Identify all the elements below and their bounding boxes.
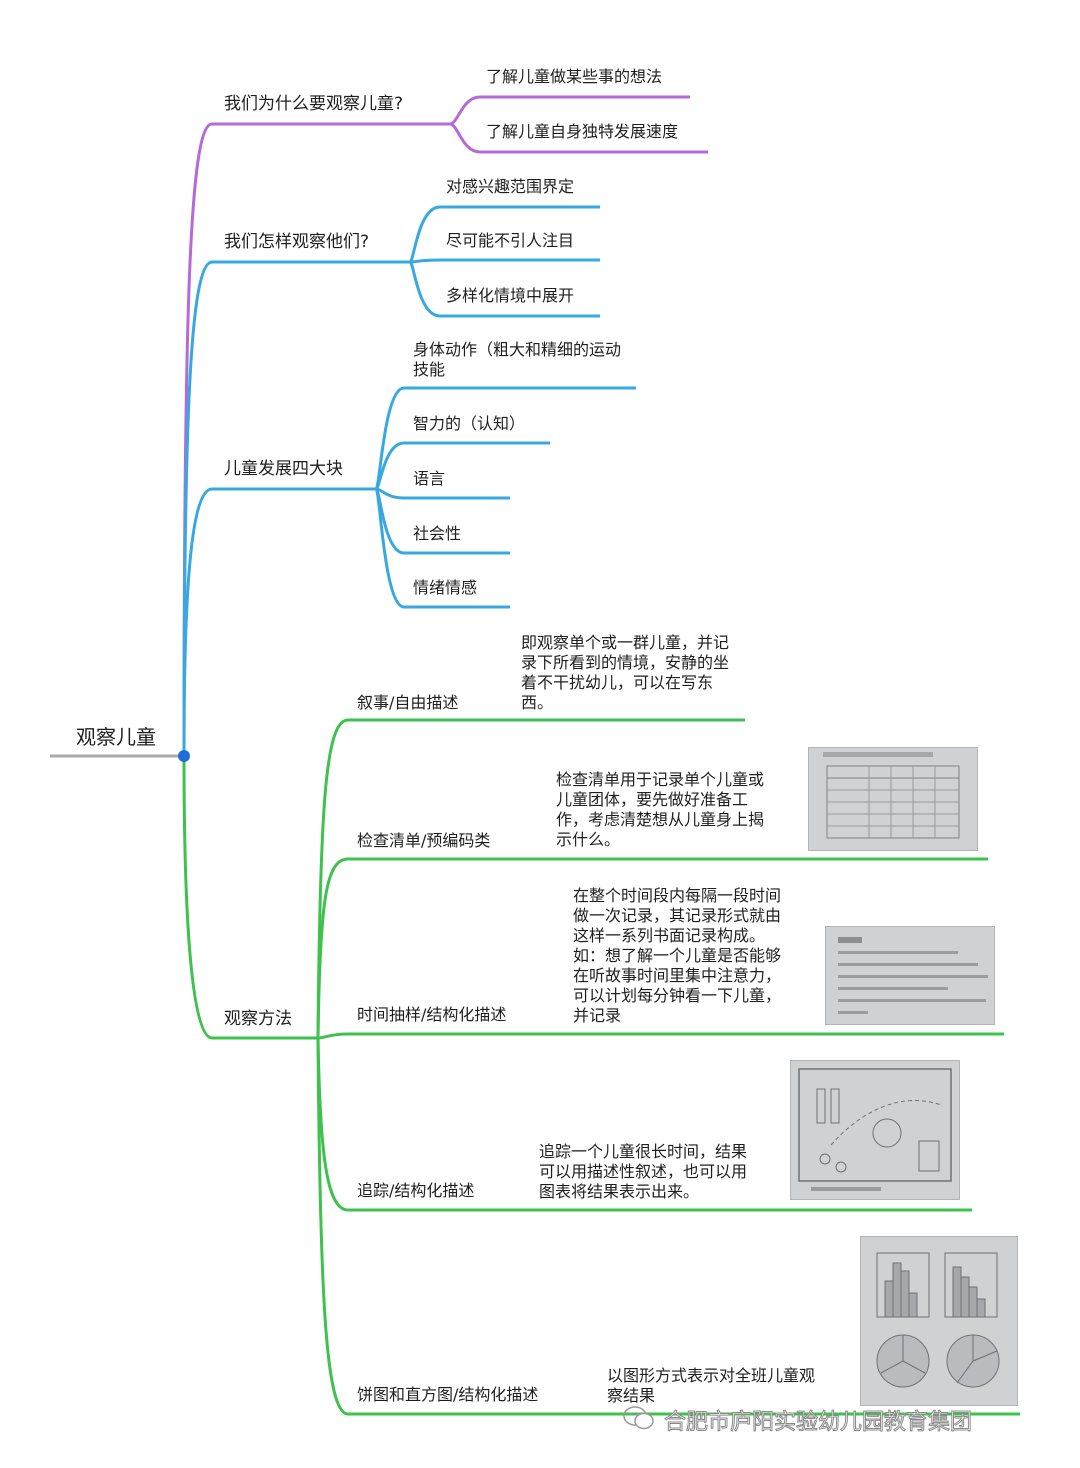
- leaf-label: 对感兴趣范围界定: [446, 177, 575, 196]
- leaf-label: 尽可能不引人注目: [446, 231, 575, 250]
- tracking-plan-photo: [790, 1060, 960, 1200]
- method-description: 以图形方式表示对全班儿童观察结果: [607, 1366, 816, 1405]
- method-description: 在整个时间段内每隔一段时间做一次记录，其记录形式就由这样一系列书面记录构成。如：…: [573, 886, 782, 1025]
- leaf-connector: [408, 205, 600, 264]
- leaf-connector: [374, 441, 550, 491]
- method-description: 追踪一个儿童很长时间，结果可以用描述性叙述，也可以用图表将结果表示出来。: [539, 1142, 748, 1201]
- leaf-label: 智力的（认知）: [413, 414, 526, 433]
- method-label: 追踪/结构化描述: [357, 1181, 475, 1200]
- time-sampling-photo: [825, 926, 995, 1025]
- leaf-label: 情绪情感: [413, 578, 478, 597]
- method-connector: [317, 1032, 1004, 1040]
- method-label: 检查清单/预编码类: [357, 831, 491, 850]
- leaf-label: 了解儿童做某些事的想法: [486, 67, 663, 86]
- leaf-connector: [449, 122, 708, 154]
- branch-connector-how: [182, 260, 410, 757]
- watermark-text: 合肥市庐阳实验幼儿园教育集团: [663, 1410, 973, 1436]
- root-node-dot: [178, 750, 190, 762]
- branch-connector-development: [182, 487, 376, 757]
- leaf-label: 社会性: [413, 524, 462, 543]
- checklist-photo: [808, 747, 978, 851]
- histogram-pie-photo: [860, 1236, 1018, 1406]
- time-sampling-text-illustration: [826, 927, 994, 1024]
- leaf-connector: [408, 260, 600, 318]
- leaf-label: 身体动作（粗大和精细的运动技能: [413, 340, 622, 379]
- branch-how-label: 我们怎样观察他们?: [224, 232, 370, 252]
- method-connector: [316, 857, 988, 1039]
- method-description: 即观察单个或一群儿童，并记录下所看到的情境，安静的坐着不干扰幼儿，可以在写东西。: [521, 633, 730, 712]
- method-label: 时间抽样/结构化描述: [357, 1005, 507, 1024]
- method-connector: [316, 1037, 1020, 1416]
- root-label: 观察儿童: [76, 725, 156, 749]
- branch-development-label: 儿童发展四大块: [224, 459, 343, 479]
- checklist-table-illustration: [809, 748, 977, 850]
- method-label: 饼图和直方图/结构化描述: [357, 1385, 539, 1404]
- branch-methods-label: 观察方法: [224, 1009, 292, 1029]
- wechat-icon: [623, 1406, 654, 1430]
- leaf-label: 多样化情境中展开: [446, 286, 575, 305]
- method-description: 检查清单用于记录单个儿童或儿童团体，要先做好准备工作，考虑清楚想从儿童身上揭示什…: [556, 770, 765, 849]
- branch-connector-why: [182, 122, 450, 757]
- method-label: 叙事/自由描述: [357, 693, 459, 712]
- branch-why-label: 我们为什么要观察儿童?: [224, 94, 404, 114]
- method-connector: [316, 718, 745, 1039]
- leaf-connector: [449, 95, 690, 126]
- tracking-floorplan-illustration: [791, 1061, 959, 1199]
- leaf-label: 了解儿童自身独特发展速度: [486, 122, 679, 141]
- histogram-pie-illustration: [861, 1237, 1017, 1405]
- leaf-connector: [374, 487, 510, 609]
- leaf-connector: [375, 487, 510, 500]
- leaf-connector: [409, 258, 600, 264]
- leaf-label: 语言: [413, 469, 446, 488]
- branch-connector-methods: [182, 755, 318, 1040]
